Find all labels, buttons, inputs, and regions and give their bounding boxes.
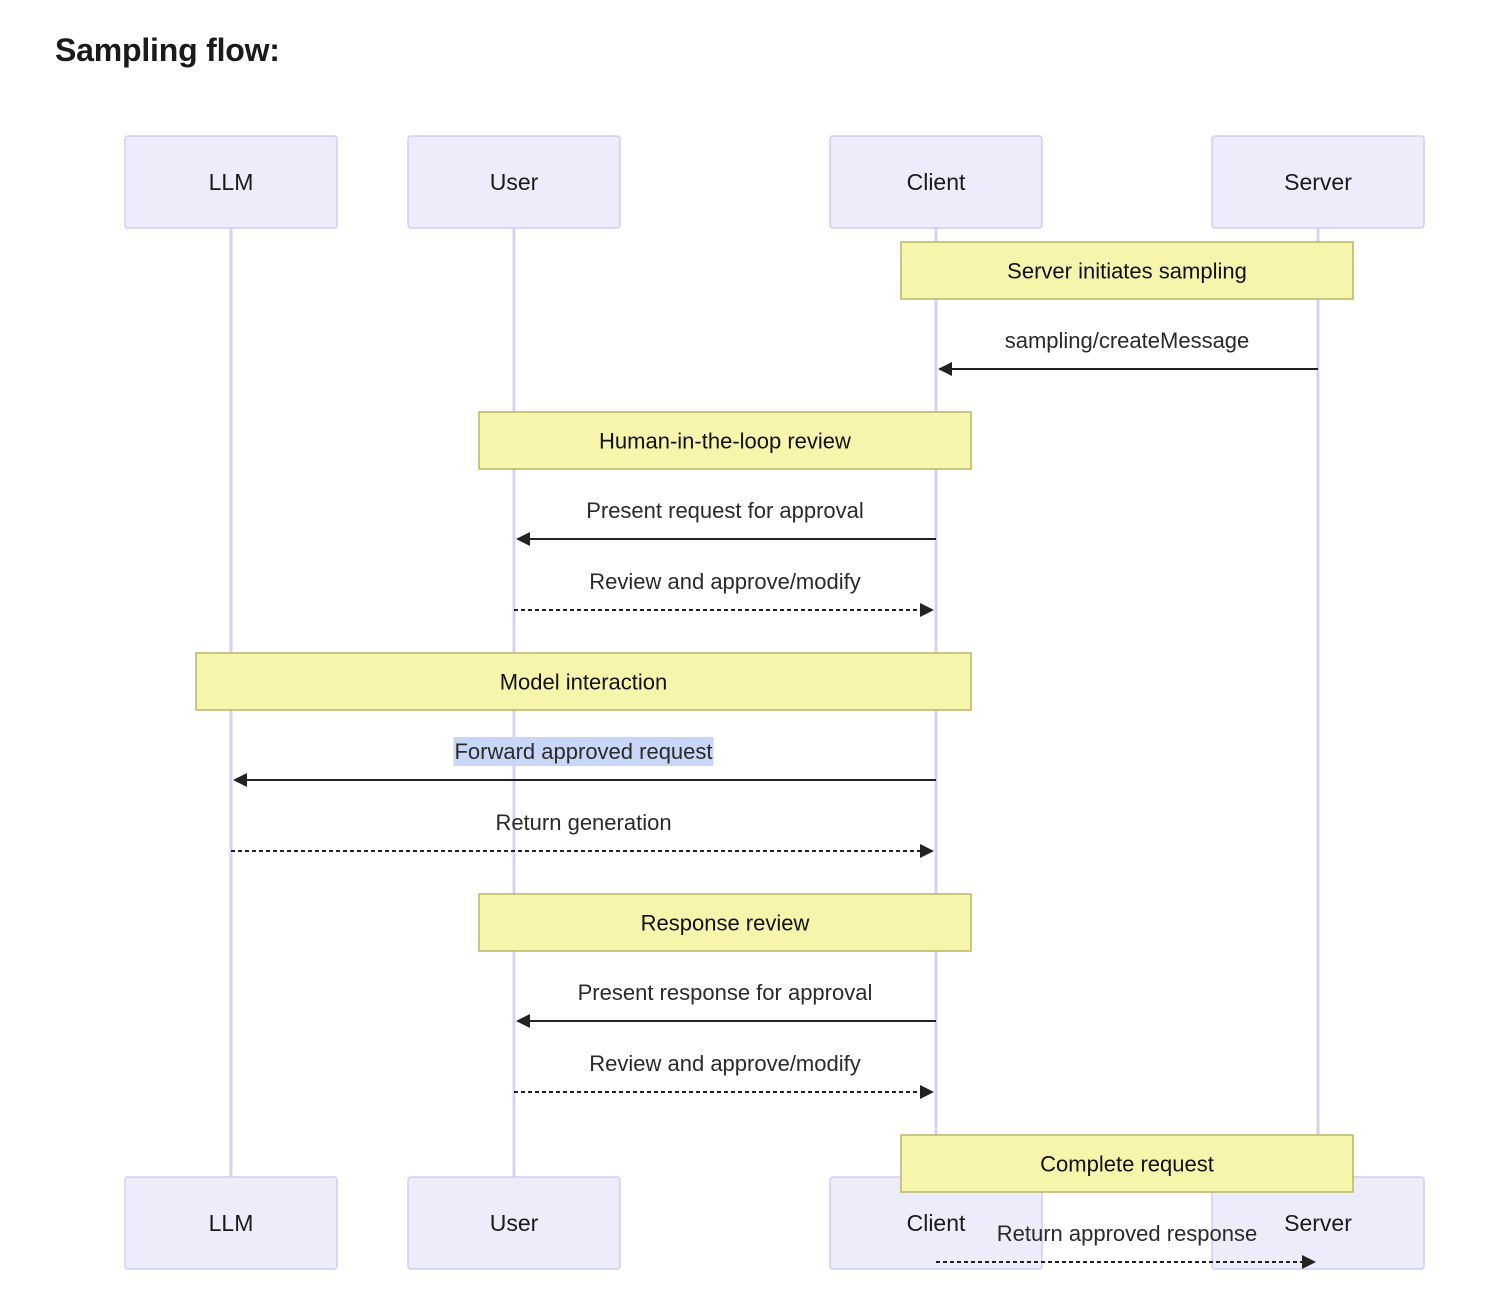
message-present-response-for-approval: Present response for approval bbox=[516, 980, 936, 1028]
actor-bottom-user: User bbox=[407, 1176, 621, 1270]
notes-layer: Server initiates samplingHuman-in-the-lo… bbox=[195, 241, 1354, 1193]
actor-top-user: User bbox=[407, 135, 621, 229]
actor-box bbox=[829, 135, 1043, 229]
note-label: Server initiates sampling bbox=[1007, 259, 1247, 284]
actor-label: Server bbox=[1284, 1210, 1352, 1236]
arrow-head bbox=[516, 1014, 530, 1028]
actor-label: User bbox=[490, 169, 539, 195]
arrow-head bbox=[920, 1085, 934, 1099]
actor-bottom-llm: LLM bbox=[124, 1176, 338, 1270]
message-label: Review and approve/modify bbox=[589, 569, 860, 594]
arrow-head bbox=[920, 844, 934, 858]
note-label: Response review bbox=[641, 911, 810, 936]
message-label: Present response for approval bbox=[578, 980, 873, 1005]
message-review-and-approve-modify: Review and approve/modify bbox=[514, 1051, 934, 1099]
page-title: Sampling flow: bbox=[55, 32, 280, 68]
arrow-head bbox=[938, 362, 952, 376]
actor-box bbox=[407, 135, 621, 229]
actor-top-client: Client bbox=[829, 135, 1043, 229]
message-forward-approved-request: Forward approved request bbox=[233, 737, 936, 787]
message-sampling-createmessage: sampling/createMessage bbox=[938, 328, 1318, 376]
message-label: sampling/createMessage bbox=[1005, 328, 1250, 353]
actor-top-server: Server bbox=[1211, 135, 1425, 229]
message-present-request-for-approval: Present request for approval bbox=[516, 498, 936, 546]
arrow-head bbox=[516, 532, 530, 546]
actor-box bbox=[1211, 135, 1425, 229]
note-label: Complete request bbox=[1040, 1152, 1214, 1177]
actor-label: Client bbox=[907, 169, 966, 195]
message-label: Forward approved request bbox=[454, 739, 712, 764]
message-return-approved-response: Return approved response bbox=[936, 1221, 1316, 1269]
actor-bottom-client: Client bbox=[829, 1176, 1043, 1270]
message-return-generation: Return generation bbox=[231, 810, 934, 858]
actor-box bbox=[407, 1176, 621, 1270]
note-box bbox=[195, 652, 972, 711]
actor-label: Client bbox=[907, 1210, 966, 1236]
note-box bbox=[900, 1134, 1354, 1193]
actor-box bbox=[124, 1176, 338, 1270]
actor-box bbox=[124, 135, 338, 229]
message-label: Present request for approval bbox=[586, 498, 864, 523]
note-box bbox=[478, 893, 972, 952]
note-label: Human-in-the-loop review bbox=[599, 429, 851, 454]
actor-bottom-server: Server bbox=[1211, 1176, 1425, 1270]
arrow-head bbox=[920, 603, 934, 617]
message-label: Return approved response bbox=[997, 1221, 1258, 1246]
message-label: Review and approve/modify bbox=[589, 1051, 860, 1076]
text-selection-highlight bbox=[453, 737, 714, 766]
note-response-review: Response review bbox=[478, 893, 972, 952]
message-review-and-approve-modify: Review and approve/modify bbox=[514, 569, 934, 617]
actor-label: Server bbox=[1284, 169, 1352, 195]
note-human-in-the-loop-review: Human-in-the-loop review bbox=[478, 411, 972, 470]
actor-label: LLM bbox=[209, 1210, 254, 1236]
note-model-interaction: Model interaction bbox=[195, 652, 972, 711]
arrow-head bbox=[233, 773, 247, 787]
message-label: Return generation bbox=[495, 810, 671, 835]
note-box bbox=[900, 241, 1354, 300]
actor-label: LLM bbox=[209, 169, 254, 195]
actor-top-llm: LLM bbox=[124, 135, 338, 229]
actor-label: User bbox=[490, 1210, 539, 1236]
note-box bbox=[478, 411, 972, 470]
note-label: Model interaction bbox=[500, 670, 668, 695]
arrow-head bbox=[1302, 1255, 1316, 1269]
note-server-initiates-sampling: Server initiates sampling bbox=[900, 241, 1354, 300]
note-complete-request: Complete request bbox=[900, 1134, 1354, 1193]
